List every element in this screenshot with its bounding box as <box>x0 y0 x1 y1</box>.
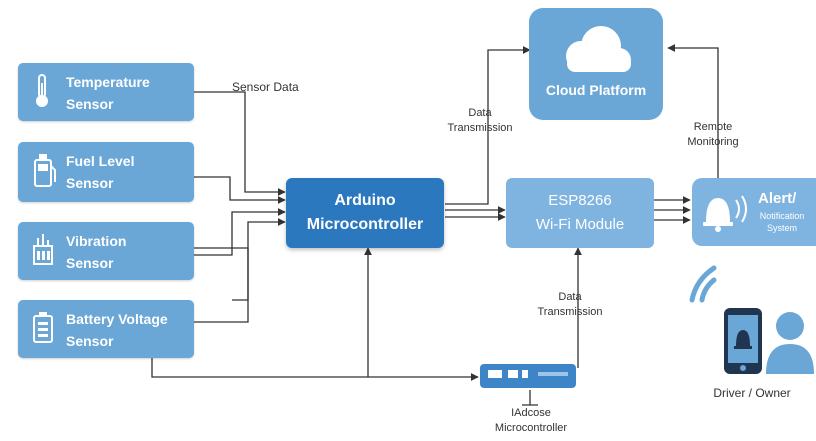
vibration-sensor-label: Vibration Sensor <box>66 233 127 271</box>
fuel-level-sensor-label: Fuel Level Sensor <box>66 153 135 191</box>
data-transmission-top-label: Data Transmission <box>447 107 513 134</box>
fuel-level-sensor-node: Fuel Level Sensor <box>18 142 194 202</box>
edge-vibration-to-arduino <box>194 208 286 256</box>
esp8266-node: ESP8266 Wi-Fi Module <box>506 178 654 248</box>
data-transmission-bottom-label: Data Transmission <box>537 291 603 318</box>
edge-fuel-to-arduino <box>194 176 286 204</box>
cloud-icon <box>566 26 631 72</box>
battery-voltage-sensor-node: Battery Voltage Sensor <box>18 300 194 358</box>
temperature-sensor-label: Temperature Sensor <box>66 74 150 112</box>
bell-icon <box>703 198 733 232</box>
arduino-node: Arduino Microcontroller <box>286 178 444 248</box>
arduino-label: Arduino Microcontroller <box>306 192 424 233</box>
edge-temperature-to-arduino <box>194 91 286 196</box>
battery-voltage-sensor-label: Battery Voltage Sensor <box>66 311 168 349</box>
edge-vibration-feedback <box>194 247 249 301</box>
cloud-platform-node: Cloud Platform <box>529 8 663 120</box>
edge-battery-to-device <box>151 338 479 381</box>
wifi-icon <box>689 265 717 303</box>
alert-notification-node: Alert/ Notification System <box>692 178 816 246</box>
battery-icon <box>33 312 53 343</box>
driver-owner-label: Driver / Owner <box>713 386 791 400</box>
sensor-data-label: Sensor Data <box>232 80 299 94</box>
edge-battery-to-arduino <box>194 218 286 323</box>
alert-title: Alert/ <box>758 190 797 207</box>
cloud-platform-label: Cloud Platform <box>545 82 647 98</box>
bottom-microcontroller-label: IAdcose Microcontroller <box>494 407 568 434</box>
remote-monitoring-label: Remote Monitoring <box>687 121 739 148</box>
esp8266-label: ESP8266 Wi-Fi Module <box>535 192 625 233</box>
edge-arduino-to-cloud <box>445 46 531 205</box>
edge-device-tick <box>522 390 538 406</box>
edge-alert-to-cloud <box>667 44 719 180</box>
phone-icon <box>724 308 762 374</box>
temperature-sensor-node: Temperature Sensor <box>18 63 194 121</box>
vibration-sensor-node: Vibration Sensor <box>18 222 194 280</box>
microcontroller-board-icon <box>480 364 576 388</box>
fuel-pump-icon <box>34 154 56 187</box>
vibration-sensor-icon <box>33 234 53 265</box>
signal-waves-icon <box>735 195 747 223</box>
person-icon <box>766 312 814 374</box>
thermometer-icon <box>36 74 48 107</box>
alert-subtitle: Notification System <box>759 211 805 233</box>
